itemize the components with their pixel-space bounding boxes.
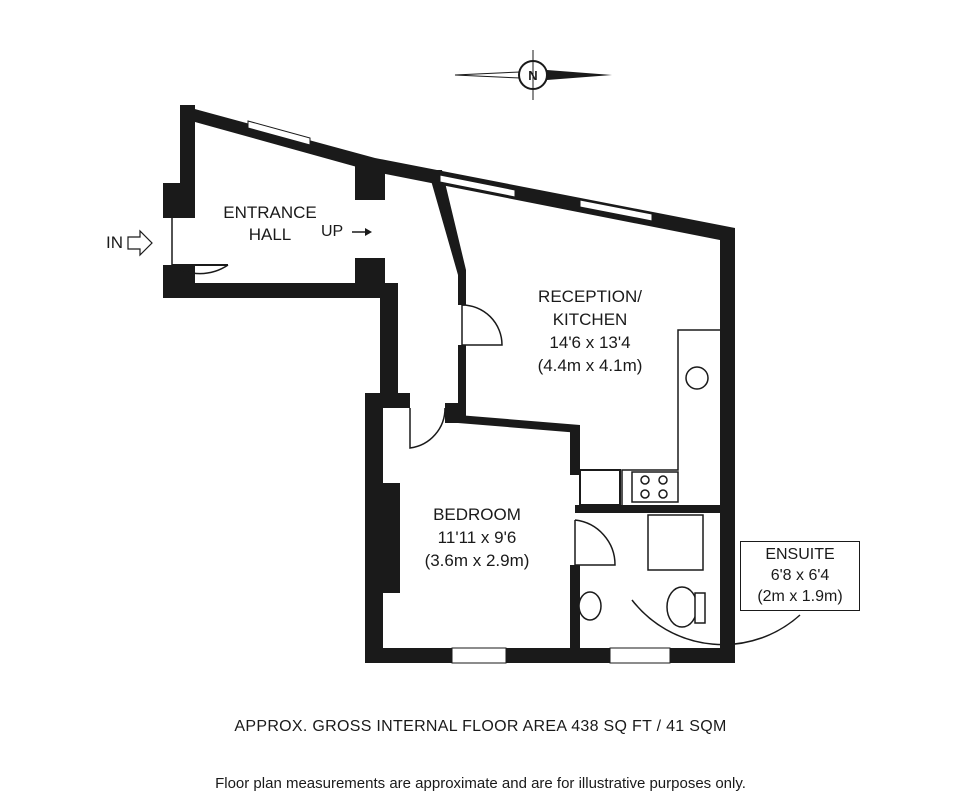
fixtures: [578, 329, 720, 628]
arrows: [127, 228, 372, 257]
shower-icon: [647, 514, 704, 571]
floor-area-text: APPROX. GROSS INTERNAL FLOOR AREA 438 SQ…: [234, 718, 727, 735]
ensuite-label: ENSUITE: [765, 546, 835, 563]
bedroom-label: BEDROOM: [433, 505, 521, 524]
bedroom-dims-imperial: 11'11 x 9'6: [438, 528, 517, 547]
compass-north-icon: [454, 50, 612, 100]
reception-dims-metric: (4.4m x 4.1m): [538, 356, 643, 375]
ensuite-label-box: ENSUITE 6'8 x 6'4 (2m x 1.9m): [740, 541, 860, 611]
reception-label-2: KITCHEN: [553, 310, 628, 329]
basin-icon: [578, 591, 602, 621]
bedroom-dims-metric: (3.6m x 2.9m): [425, 551, 530, 570]
compass-label: N: [528, 68, 538, 83]
hob-icon: [631, 471, 679, 503]
ensuite-dims-imperial: 6'8 x 6'4: [770, 567, 830, 584]
entrance-label: IN: [106, 233, 123, 252]
sink-icon: [685, 366, 709, 390]
entrance-arrow-icon: [127, 229, 153, 257]
disclaimer-text: Floor plan measurements are approximate …: [215, 775, 746, 792]
windows: [247, 120, 671, 664]
toilet-icon: [666, 586, 698, 628]
entrance-hall-label-2: HALL: [249, 225, 292, 244]
doors: [171, 218, 801, 646]
walls: [163, 105, 735, 663]
reception-label-1: RECEPTION/: [538, 287, 642, 306]
stairs-up-label: UP: [321, 223, 344, 240]
reception-dims-imperial: 14'6 x 13'4: [549, 333, 630, 352]
ensuite-dims-metric: (2m x 1.9m): [757, 588, 843, 605]
entrance-hall-label-1: ENTRANCE: [223, 203, 317, 222]
